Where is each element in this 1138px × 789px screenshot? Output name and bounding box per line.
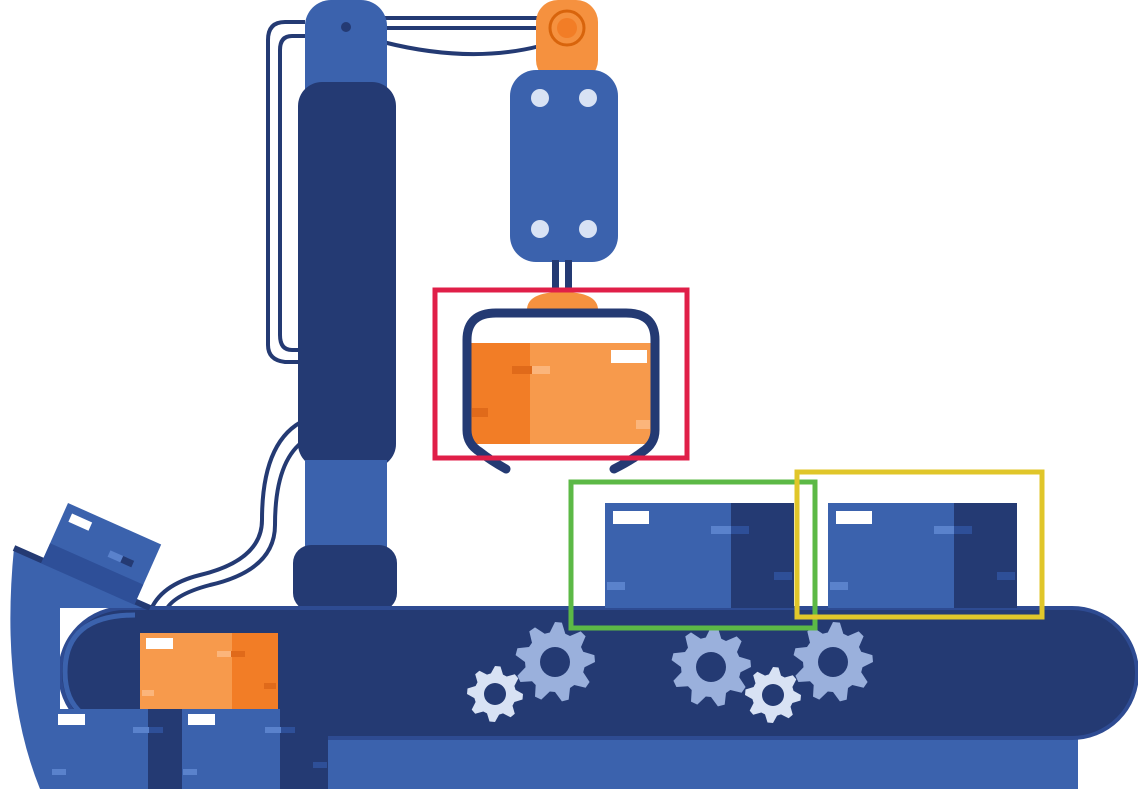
box-tape bbox=[281, 727, 295, 733]
cylinder-bolt-1 bbox=[531, 89, 549, 107]
cylinder-bolt-3 bbox=[531, 220, 549, 238]
gripper-head bbox=[510, 0, 618, 310]
stack-blue-box-left bbox=[50, 709, 182, 789]
column-base bbox=[293, 545, 397, 611]
box-tape bbox=[149, 727, 163, 733]
box-tape bbox=[52, 769, 66, 775]
box-tape bbox=[231, 651, 245, 657]
stack-orange-box bbox=[140, 633, 278, 709]
box-tape bbox=[217, 651, 231, 657]
gripper-hub bbox=[527, 292, 598, 310]
box-tape bbox=[934, 526, 954, 534]
annotation-box-yellow bbox=[794, 469, 1045, 620]
box-tape bbox=[774, 572, 792, 580]
annotations bbox=[432, 287, 1045, 631]
box-tape bbox=[997, 572, 1015, 580]
gear-axle-hole bbox=[540, 647, 570, 677]
box-tape bbox=[142, 690, 154, 696]
conveyor bbox=[58, 606, 1138, 789]
box-tape bbox=[183, 769, 197, 775]
hydraulic-hoses bbox=[148, 16, 545, 613]
column-sleeve bbox=[298, 82, 396, 468]
gear-group bbox=[467, 622, 873, 723]
arm-column bbox=[293, 0, 397, 611]
box-tape bbox=[264, 683, 276, 689]
cylinder-bolt-4 bbox=[579, 220, 597, 238]
top-joint-bolt bbox=[557, 18, 577, 38]
gear-axle-hole bbox=[762, 684, 784, 706]
piston-rod-right bbox=[565, 260, 572, 294]
box-label bbox=[613, 511, 649, 524]
top-joint-bolt-ring bbox=[548, 9, 586, 47]
tilted-blue-box bbox=[41, 503, 162, 605]
box-tape bbox=[954, 526, 972, 534]
box-tape bbox=[472, 408, 488, 417]
cylinder-bolt-2 bbox=[579, 89, 597, 107]
annotation-box-red bbox=[432, 287, 690, 461]
chute-ramp bbox=[10, 548, 150, 789]
box-tape bbox=[120, 556, 135, 568]
column-pivot-dot bbox=[341, 22, 351, 32]
box-tape bbox=[830, 582, 848, 590]
blue-box-2 bbox=[828, 503, 1017, 608]
piston-rod-left bbox=[552, 260, 559, 294]
box-label bbox=[188, 714, 215, 725]
stack-blue-box-right bbox=[182, 709, 328, 789]
annotation-box-green bbox=[568, 479, 818, 631]
box-label bbox=[58, 714, 85, 725]
column-lower-segment bbox=[305, 460, 387, 560]
box-tape bbox=[313, 762, 327, 768]
box-tape bbox=[265, 727, 281, 733]
box-label bbox=[146, 638, 173, 649]
box-tape bbox=[532, 366, 550, 374]
box-tape bbox=[711, 526, 731, 534]
blue-box-1 bbox=[605, 503, 794, 608]
box-label bbox=[611, 350, 647, 363]
gear-axle-hole bbox=[818, 647, 848, 677]
gripped-orange-box bbox=[470, 343, 652, 444]
box-label bbox=[836, 511, 872, 524]
box-tape bbox=[607, 582, 625, 590]
box-tape bbox=[512, 366, 532, 374]
box-label bbox=[68, 513, 93, 531]
gear-axle-hole bbox=[696, 652, 726, 682]
box-tape bbox=[133, 727, 149, 733]
box-tape bbox=[636, 420, 650, 429]
stacked-boxes bbox=[50, 633, 328, 789]
box-tape bbox=[731, 526, 749, 534]
gear-axle-hole bbox=[484, 683, 506, 705]
left-chute bbox=[10, 503, 162, 789]
box-tape bbox=[107, 550, 124, 563]
hydraulic-cylinder bbox=[510, 70, 618, 262]
conveyor-legs bbox=[328, 735, 1078, 789]
gripper-claw bbox=[462, 308, 660, 474]
